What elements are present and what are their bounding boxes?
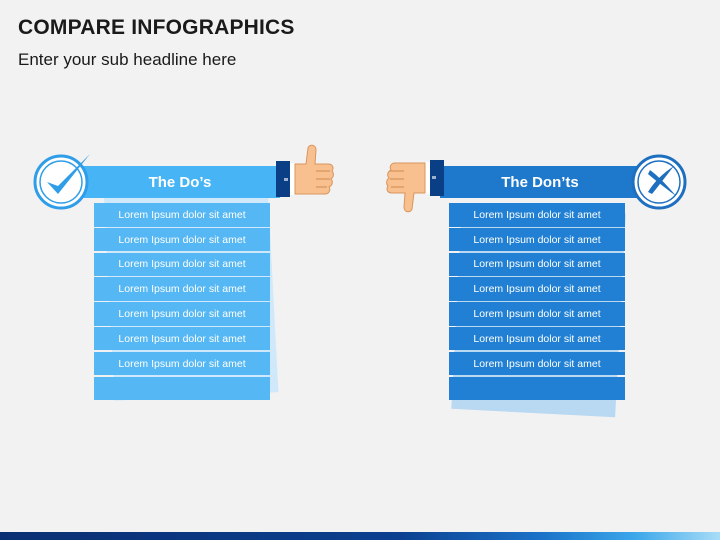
dos-item: Lorem Ipsum dolor sit amet bbox=[94, 326, 270, 351]
page-title: COMPARE INFOGRAPHICS bbox=[18, 16, 295, 39]
check-icon bbox=[33, 154, 90, 210]
dos-heading: The Do’s bbox=[80, 166, 280, 198]
dos-item: Lorem Ipsum dolor sit amet bbox=[94, 252, 270, 277]
donts-item: Lorem Ipsum dolor sit amet bbox=[449, 351, 625, 376]
donts-item: Lorem Ipsum dolor sit amet bbox=[449, 326, 625, 351]
thumbs-up-icon bbox=[276, 144, 334, 197]
donts-item: Lorem Ipsum dolor sit amet bbox=[449, 277, 625, 301]
dos-item: Lorem Ipsum dolor sit amet bbox=[94, 302, 270, 326]
dos-item: Lorem Ipsum dolor sit amet bbox=[94, 277, 270, 301]
dos-item: Lorem Ipsum dolor sit amet bbox=[94, 351, 270, 376]
donts-list: Lorem Ipsum dolor sit amet Lorem Ipsum d… bbox=[449, 203, 625, 401]
donts-item: Lorem Ipsum dolor sit amet bbox=[449, 203, 625, 227]
dos-item: Lorem Ipsum dolor sit amet bbox=[94, 227, 270, 252]
dos-list: Lorem Ipsum dolor sit amet Lorem Ipsum d… bbox=[94, 203, 270, 401]
thumbs-down-icon bbox=[386, 160, 444, 213]
dos-item bbox=[94, 376, 270, 401]
donts-item: Lorem Ipsum dolor sit amet bbox=[449, 227, 625, 252]
footer-bar bbox=[0, 532, 720, 540]
dos-item: Lorem Ipsum dolor sit amet bbox=[94, 203, 270, 227]
donts-item: Lorem Ipsum dolor sit amet bbox=[449, 302, 625, 326]
page-subtitle: Enter your sub headline here bbox=[18, 50, 237, 69]
donts-item: Lorem Ipsum dolor sit amet bbox=[449, 252, 625, 277]
donts-heading: The Don’ts bbox=[440, 166, 640, 198]
x-icon bbox=[631, 154, 687, 210]
donts-item bbox=[449, 376, 625, 401]
